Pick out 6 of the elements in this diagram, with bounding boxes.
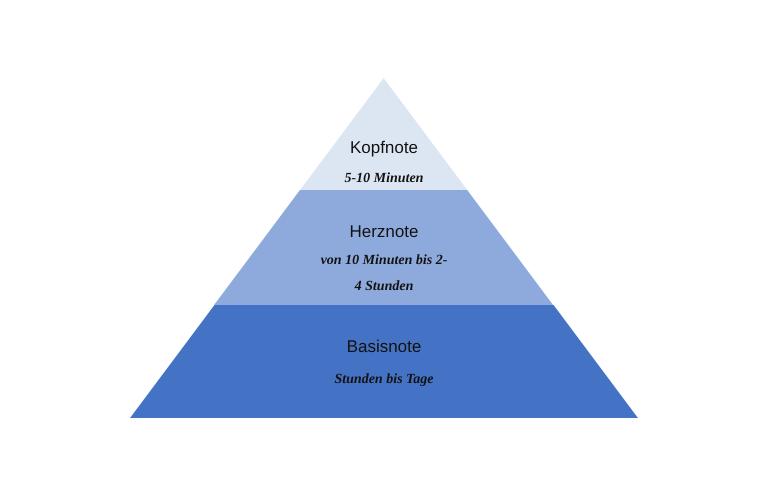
tier-heading: Kopfnote — [350, 138, 418, 158]
tier-duration: von 10 Minuten bis 2-4 Stunden — [320, 252, 448, 296]
tier-duration: 5-10 Minuten — [344, 170, 424, 188]
tier-heading: Herznote — [349, 222, 418, 242]
tier-heading: Basisnote — [346, 337, 422, 357]
tier-duration: Stunden bis Tage — [334, 371, 434, 389]
